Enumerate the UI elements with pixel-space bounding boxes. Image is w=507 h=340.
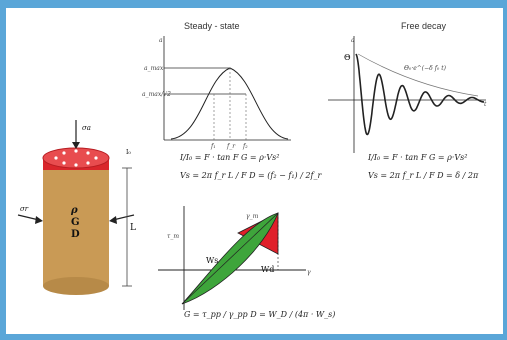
free-decay-chart (328, 36, 486, 153)
ss-fr-label: f_r (226, 143, 236, 150)
cap-bolts (54, 149, 98, 167)
diagram-canvas: σa σr I₀ L ρ G D a a_max a_max/√2 f₁ f_r (17, 36, 487, 310)
formula-fd-2: Vs = 2π f_r L / F D = δ / 2π (368, 171, 479, 180)
label-tau-m: τ_m (167, 233, 179, 240)
soil-specimen (17, 120, 135, 295)
fd-y-label: a (351, 37, 355, 44)
steady-state-curve-chart (163, 36, 291, 141)
label-ws: Ws (206, 256, 218, 265)
hysteresis-loop-chart (158, 206, 306, 310)
formula-fd-1: I/I₀ = F · tan F G = ρ·Vs² (368, 153, 468, 162)
label-G: G (71, 217, 80, 228)
label-rho: ρ (70, 205, 78, 216)
label-D: D (71, 229, 80, 240)
heading-steady-state: Steady - state (184, 21, 240, 31)
label-sigma-lateral: σr (20, 205, 29, 213)
axial-arrow-head (72, 142, 80, 149)
fd-envelope-label: Θ₀·e^(−δ f₀ t) (404, 65, 447, 72)
label-gamma-m: γ_m (246, 213, 259, 220)
specimen-bottom (43, 277, 109, 295)
label-sigma-axial: σa (82, 124, 91, 132)
label-L: L (130, 223, 136, 233)
label-I0: I₀ (126, 149, 131, 156)
decay-envelope (357, 53, 479, 97)
lateral-left-arrow-head (35, 216, 43, 224)
ss-amax-label: a_max (144, 65, 164, 72)
decay-oscillation (355, 53, 484, 136)
specimen-body (43, 158, 109, 286)
ss-f2-label: f₂ (242, 143, 248, 150)
resonance-curve (170, 67, 289, 140)
formula-ss-1: I/I₀ = F · tan F G = ρ·Vs² (180, 153, 280, 162)
slide-panel: Steady - state Free decay (6, 8, 503, 334)
fd-theta-label: Θ (344, 53, 351, 62)
formula-ss-2: Vs = 2π f_r L / F D = (f₂ − f₁) / 2f_r (180, 171, 322, 180)
lateral-right-arrow-head (109, 216, 117, 224)
fd-t-label: t (484, 101, 487, 108)
ss-y-label: a (159, 37, 163, 44)
label-wd: Wd (261, 265, 274, 274)
ss-f1-label: f₁ (210, 143, 216, 150)
ss-half-label: a_max/√2 (142, 91, 171, 98)
formula-hysteresis: G = τ_pp / γ_pp D = W_D / (4π · W_s) (184, 310, 336, 319)
label-gamma-axis: γ (307, 269, 311, 276)
heading-free-decay: Free decay (401, 21, 447, 31)
